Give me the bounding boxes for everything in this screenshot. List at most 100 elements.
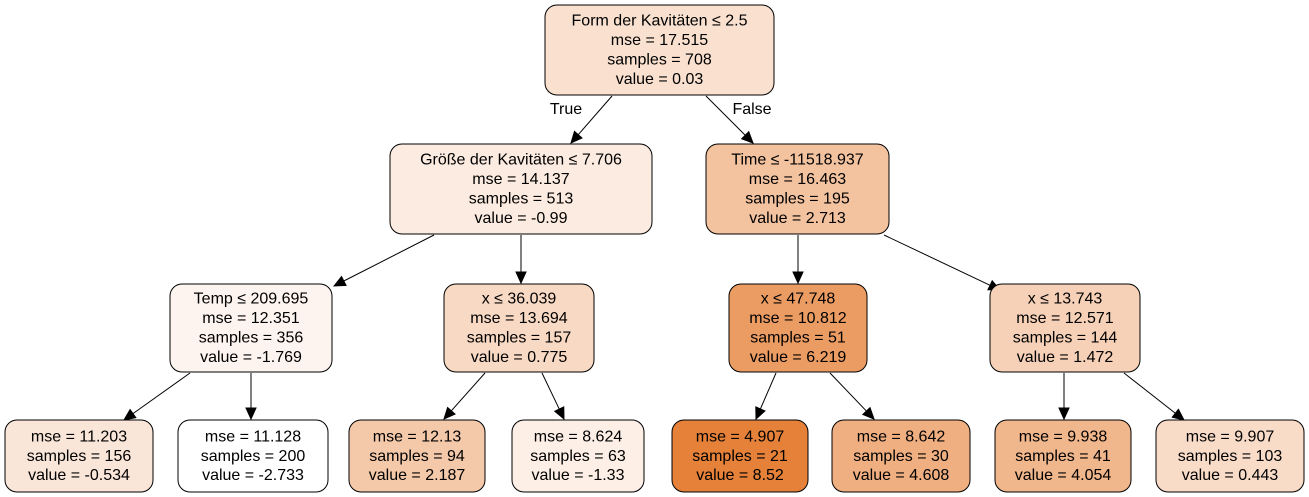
- node-split-condition: Form der Kavitäten ≤ 2.5: [572, 13, 748, 30]
- node-stat-line: value = -0.534: [28, 467, 130, 484]
- node-box: [177, 419, 329, 493]
- node-stat-line: mse = 9.907: [1186, 428, 1275, 445]
- tree-node-n7: mse = 11.203 samples = 156 value = -0.534: [4, 419, 154, 493]
- node-stat-line: samples = 30: [853, 448, 949, 465]
- arrow-head: [570, 130, 583, 144]
- node-stat-line: samples = 356: [199, 330, 304, 347]
- node-box: [443, 283, 595, 373]
- edge-n3-n7: [123, 372, 191, 421]
- edge-line: [883, 234, 991, 286]
- edge-n5-n11: [755, 372, 777, 421]
- arrow-head: [515, 271, 527, 285]
- tree-node-n1: Größe der Kavitäten ≤ 7.706 mse = 14.137 s…: [389, 143, 653, 235]
- node-stat-line: samples = 21: [692, 448, 788, 465]
- edge-n4-n10: [541, 372, 565, 421]
- arrow-head: [792, 271, 804, 285]
- edge-line: [1123, 372, 1176, 414]
- node-box: [511, 419, 645, 493]
- edge-n6-n14: [1123, 372, 1185, 421]
- node-box: [705, 143, 890, 235]
- edge-n3-n8: [245, 373, 257, 421]
- arrow-head: [740, 130, 754, 144]
- node-box: [1155, 419, 1305, 493]
- arrow-head: [553, 406, 565, 421]
- tree-node-n12: mse = 8.642 samples = 30 value = 4.608: [831, 419, 971, 493]
- node-stat-line: samples = 513: [469, 191, 574, 208]
- edge-n1-n4: [515, 235, 527, 285]
- edge-line: [343, 234, 435, 282]
- node-stat-line: samples = 41: [1015, 448, 1111, 465]
- edge-n5-n12: [829, 372, 875, 420]
- edge-n1-n3: [332, 234, 435, 287]
- node-stat-line: mse = 4.907: [696, 428, 785, 445]
- node-stat-line: mse = 12.351: [202, 310, 300, 327]
- edge-line: [132, 372, 191, 415]
- node-stat-line: value = 1.472: [1017, 349, 1114, 366]
- node-split-condition: Größe der Kavitäten ≤ 7.706: [420, 152, 622, 169]
- node-stat-line: mse = 10.812: [749, 310, 847, 327]
- node-box: [989, 283, 1141, 373]
- node-stat-line: samples = 156: [27, 448, 132, 465]
- node-split-condition: x ≤ 47.748: [761, 291, 836, 308]
- node-stat-line: value = -2.733: [202, 467, 304, 484]
- node-stat-line: samples = 144: [1013, 330, 1118, 347]
- node-stat-line: mse = 11.203: [31, 428, 127, 445]
- edge-line: [829, 372, 867, 412]
- edge-n4-n9: [443, 372, 486, 420]
- tree-node-n4: x ≤ 36.039 mse = 13.694 samples = 157 value…: [443, 283, 595, 373]
- node-stat-line: value = -0.99: [475, 210, 568, 227]
- edge-line: [541, 372, 560, 410]
- node-stat-line: mse = 17.515: [611, 32, 709, 49]
- node-box: [169, 283, 333, 373]
- node-box: [348, 419, 486, 493]
- node-stat-line: value = 4.608: [853, 467, 950, 484]
- node-stat-line: mse = 13.694: [470, 310, 568, 327]
- node-stat-line: value = -1.769: [200, 349, 302, 366]
- node-box: [728, 283, 868, 373]
- node-stat-line: value = 2.187: [369, 467, 466, 484]
- node-stat-line: mse = 14.137: [472, 171, 570, 188]
- node-stat-line: samples = 94: [369, 448, 465, 465]
- node-box: [994, 419, 1132, 493]
- edge-line: [450, 372, 486, 412]
- arrow-head: [1058, 407, 1070, 421]
- edges-layer: True False: [123, 95, 1185, 421]
- node-split-condition: Temp ≤ 209.695: [194, 291, 309, 308]
- edge-line: [759, 372, 777, 410]
- node-stat-line: value = -1.33: [532, 467, 625, 484]
- tree-node-n8: mse = 11.128 samples = 200 value = -2.733: [177, 419, 329, 493]
- edge-line: [705, 95, 746, 136]
- node-split-condition: x ≤ 36.039: [482, 291, 557, 308]
- tree-node-n0: Form der Kavitäten ≤ 2.5 mse = 17.515 samp…: [544, 4, 775, 96]
- arrow-head: [245, 407, 257, 421]
- node-box: [671, 419, 809, 493]
- node-box: [389, 143, 653, 235]
- node-stat-line: samples = 708: [607, 52, 712, 69]
- edge-n0-n2: False: [705, 95, 772, 144]
- node-box: [4, 419, 154, 493]
- node-stat-line: samples = 200: [201, 448, 306, 465]
- node-stat-line: mse = 8.642: [857, 428, 946, 445]
- edge-n2-n5: [792, 235, 804, 285]
- node-stat-line: mse = 11.128: [205, 428, 301, 445]
- nodes-layer: Form der Kavitäten ≤ 2.5 mse = 17.515 samp…: [4, 4, 1305, 493]
- node-stat-line: samples = 157: [467, 330, 572, 347]
- node-stat-line: mse = 8.624: [534, 428, 623, 445]
- node-box: [831, 419, 971, 493]
- edge-n0-n1: True: [550, 95, 613, 144]
- node-stat-line: value = 0.775: [471, 349, 568, 366]
- arrow-head: [755, 406, 766, 421]
- node-stat-line: samples = 103: [1178, 448, 1283, 465]
- node-stat-line: value = 2.713: [749, 210, 846, 227]
- node-stat-line: value = 6.219: [750, 349, 847, 366]
- node-stat-line: value = 8.52: [696, 467, 784, 484]
- node-split-condition: Time ≤ -11518.937: [731, 152, 864, 169]
